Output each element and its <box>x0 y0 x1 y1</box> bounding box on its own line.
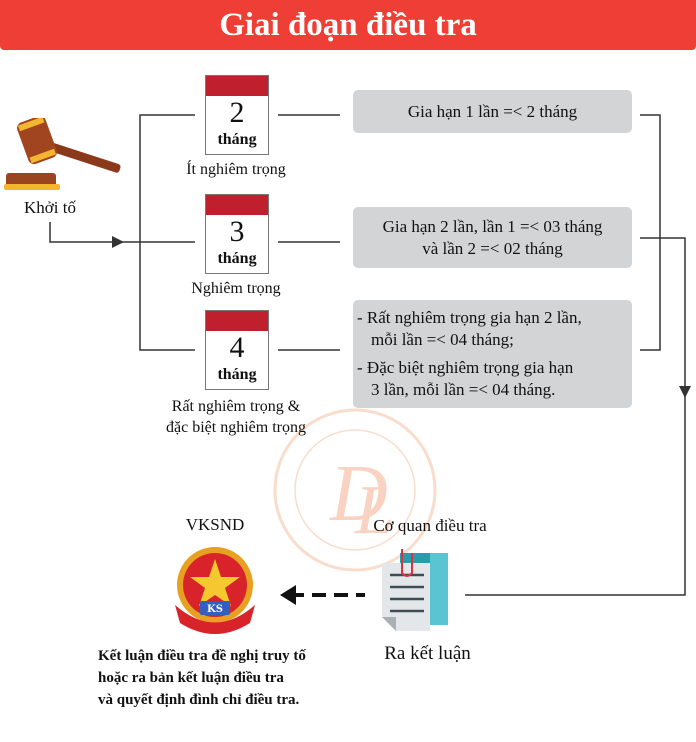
start-label: Khởi tố <box>24 198 76 217</box>
gavel-icon <box>4 118 121 190</box>
investigator-label: Cơ quan điều tra <box>373 516 487 535</box>
prosecutor-emblem-icon: KS <box>175 547 255 634</box>
stage-label: Ít nghiêm trọng <box>186 161 286 178</box>
svg-text:D: D <box>329 450 388 538</box>
arrow-down-icon <box>679 386 691 398</box>
document-icon <box>382 549 448 631</box>
stage-label: Nghiêm trọng <box>191 280 281 297</box>
arrow-left-icon <box>280 585 296 605</box>
extension-box: - Rất nghiêm trọng gia hạn 2 lần, mỗi lầ… <box>353 300 632 408</box>
extension-box: Gia hạn 1 lần =< 2 tháng <box>353 90 632 133</box>
prosecutor-label: VKSND <box>185 515 245 534</box>
svg-text:KS: KS <box>207 604 223 615</box>
stage-label: Rất nghiêm trọng &đặc biệt nghiêm trọng <box>166 398 306 436</box>
prosecutor-result: Kết luận điều tra đề nghị truy tố hoặc r… <box>98 648 306 708</box>
svg-text:L: L <box>354 472 394 549</box>
page-title: Giai đoạn điều tra <box>0 0 696 50</box>
watermark-logo-icon: D L <box>273 408 437 572</box>
investigator-action: Ra kết luận <box>384 643 471 664</box>
arrow-right-icon <box>112 236 124 248</box>
